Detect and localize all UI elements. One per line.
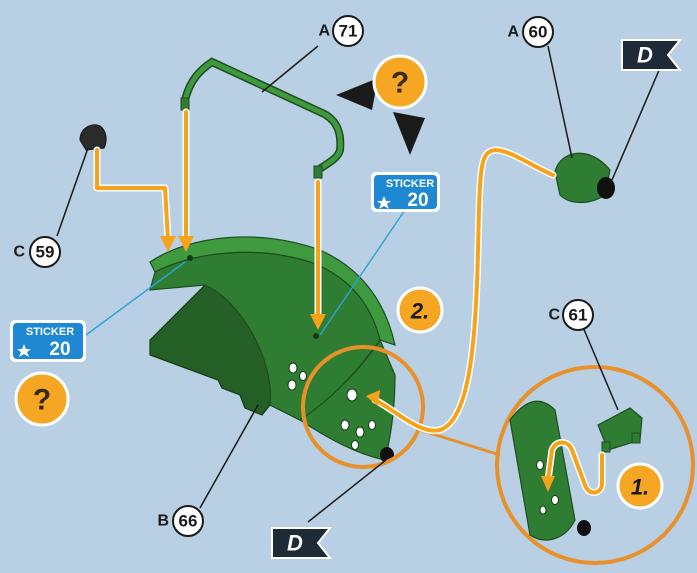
- svg-text:?: ?: [33, 384, 51, 417]
- pointer-arrow-left-icon: [336, 78, 378, 110]
- svg-text:D: D: [287, 531, 303, 556]
- frame-bar-part: [181, 62, 340, 178]
- svg-text:71: 71: [339, 22, 358, 41]
- light-part: [555, 153, 615, 202]
- svg-text:C: C: [548, 307, 560, 324]
- svg-text:60: 60: [529, 23, 548, 42]
- svg-text:A: A: [507, 24, 519, 41]
- svg-text:STICKER: STICKER: [26, 326, 74, 338]
- callout-c-61: C 61: [548, 300, 593, 330]
- callout-a-71: A 71: [318, 16, 363, 46]
- callout-b-66: B 66: [157, 506, 203, 536]
- svg-text:20: 20: [49, 339, 70, 360]
- svg-text:STICKER: STICKER: [386, 178, 434, 190]
- question-badge-top: ?: [336, 56, 426, 155]
- step-badge-2: 2.: [398, 288, 442, 332]
- svg-text:61: 61: [569, 306, 588, 325]
- sticker-badge-left: STICKER 20: [10, 320, 86, 362]
- question-badge-left: ?: [16, 373, 68, 425]
- svg-text:A: A: [318, 23, 330, 40]
- callout-a-60: A 60: [507, 17, 553, 47]
- svg-text:20: 20: [407, 190, 428, 211]
- flag-d-bottom: D: [272, 528, 330, 558]
- flag-d-top: D: [622, 40, 680, 70]
- svg-text:D: D: [637, 43, 653, 68]
- fender-part: [150, 237, 395, 463]
- sticker-badge-right: STICKER 20: [371, 172, 440, 212]
- detail-zoom: [497, 367, 693, 563]
- step-badge-1: 1.: [618, 464, 662, 508]
- svg-text:B: B: [157, 513, 169, 530]
- cap-part: [80, 125, 106, 150]
- pointer-arrow-down-icon: [393, 112, 425, 155]
- svg-text:C: C: [13, 244, 25, 261]
- svg-text:?: ?: [391, 67, 409, 100]
- svg-text:66: 66: [179, 512, 198, 531]
- svg-text:59: 59: [36, 243, 55, 262]
- svg-text:1.: 1.: [631, 475, 649, 500]
- callout-c-59: C 59: [13, 237, 60, 267]
- svg-text:2.: 2.: [410, 299, 429, 324]
